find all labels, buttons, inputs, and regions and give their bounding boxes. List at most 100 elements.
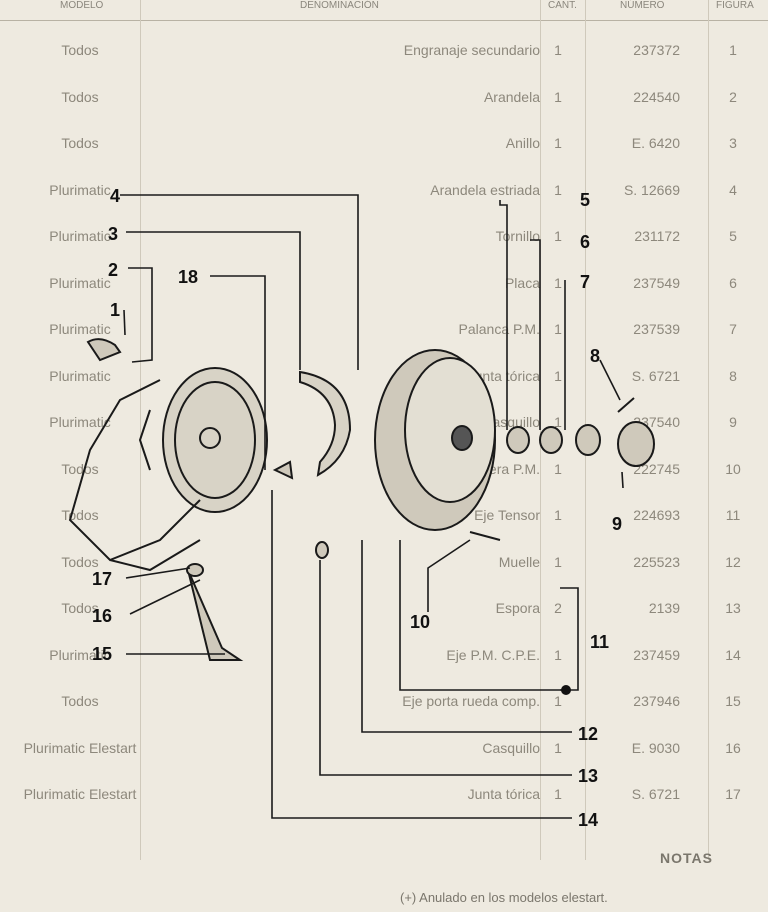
part-number-cell: 225523 [633,553,680,570]
figure-cell: 12 [725,553,741,570]
model-cell: Todos [61,693,99,709]
figure-cell: 17 [725,786,741,802]
figure-cell: 16 [725,739,741,756]
part-number-cell: E. 6420 [631,135,680,151]
leader-lines [120,194,624,819]
small-parts-drawing [86,338,655,661]
model-cell: Todos [61,460,99,477]
table-header: FIGURA NÚMERO CANT. DENOMINACIÓN MODELO [0,0,768,21]
callout-14: 14 [578,810,598,830]
figure-cell: 6 [729,274,737,291]
description-cell: Eje Tensor [474,507,540,523]
description-cell: Espora [495,600,540,616]
model-cell: Plurimatic [49,228,111,244]
model-cell: Plurimatic [49,414,111,430]
callout-16: 16 [92,606,112,626]
quantity-cell: 2 [554,600,562,616]
quantity-cell: 1 [554,414,562,430]
callout-8: 8 [590,346,600,366]
model-cell: Plurimatic [49,321,111,337]
figure-cell: 1 [729,42,737,58]
note-item: (+) Anulado en los modelos elestart. [400,890,608,905]
description-cell: Palanca P.M. [458,321,540,337]
quantity-cell: 1 [554,739,562,756]
model-cell: Plurimatic [49,367,111,384]
column-divider [708,0,709,860]
figure-cell: 11 [725,507,741,523]
figure-cell: 3 [729,135,737,151]
part-number-cell: 237549 [633,274,680,291]
header-numero: NÚMERO [620,0,665,11]
model-cell: Todos [61,135,99,151]
quantity-cell: 1 [554,646,562,663]
quantity-cell: 1 [554,507,562,523]
part-number-cell: S. 6721 [631,367,680,384]
description-cell: Casquillo [482,414,540,430]
part-number-cell: E. 9030 [631,739,680,756]
callout-dot [561,685,571,695]
quantity-cell: 1 [554,460,562,477]
part-number-cell: S. 12669 [623,181,680,198]
part-number-cell: 237459 [633,646,680,663]
description-cell: Muelle [498,553,540,570]
quantity-cell: 1 [554,181,562,198]
clutch-drum-drawing [374,349,496,531]
callout-4: 4 [110,186,120,206]
callout-9: 9 [612,514,622,534]
callout-1: 1 [110,300,120,320]
description-cell: Junta tórica [467,367,540,384]
figure-cell: 15 [725,693,741,709]
figure-cell: 9 [729,414,737,430]
part-number-cell: 237372 [633,42,680,58]
callout-3: 3 [108,224,118,244]
part-number-cell: 224540 [633,88,680,105]
header-figura: FIGURA [716,0,754,11]
description-cell: Placa [504,274,540,291]
callout-18: 18 [178,267,198,287]
description-cell: Eje P.M. C.P.E. [446,646,540,663]
header-denominacion: DENOMINACIÓN [300,0,379,11]
description-cell: Anillo [505,135,540,151]
model-cell: Plurimatic [49,274,111,291]
notes-title: NOTAS [660,850,713,866]
figure-cell: 7 [729,321,737,337]
description-cell: Engranaje secundario [403,42,540,58]
model-cell: Plurimatic Elestart [23,739,137,756]
column-divider [140,0,141,860]
part-number-cell: 2139 [648,600,680,616]
model-cell: Todos [61,42,99,58]
quantity-cell: 1 [554,367,562,384]
part-number-cell: 222745 [633,460,680,477]
figure-cell: 13 [725,600,741,616]
callout-17: 17 [92,569,112,589]
quantity-cell: 1 [554,786,562,802]
header-modelo: MODELO [60,0,104,11]
part-number-cell: 224693 [633,507,680,523]
header-cant: CANT. [548,0,577,11]
quantity-cell: 1 [554,553,562,570]
gear-housing-drawing [68,367,268,572]
part-number-cell: 237946 [633,693,680,709]
quantity-cell: 1 [554,274,562,291]
callout-13: 13 [578,766,598,786]
part-number-cell: S. 6721 [631,786,680,802]
model-cell: Plurimatic Elestart [23,786,137,802]
quantity-cell: 1 [554,321,562,337]
callout-7: 7 [580,272,590,292]
figure-cell: 5 [729,228,737,244]
description-cell: Arandela [483,88,540,105]
